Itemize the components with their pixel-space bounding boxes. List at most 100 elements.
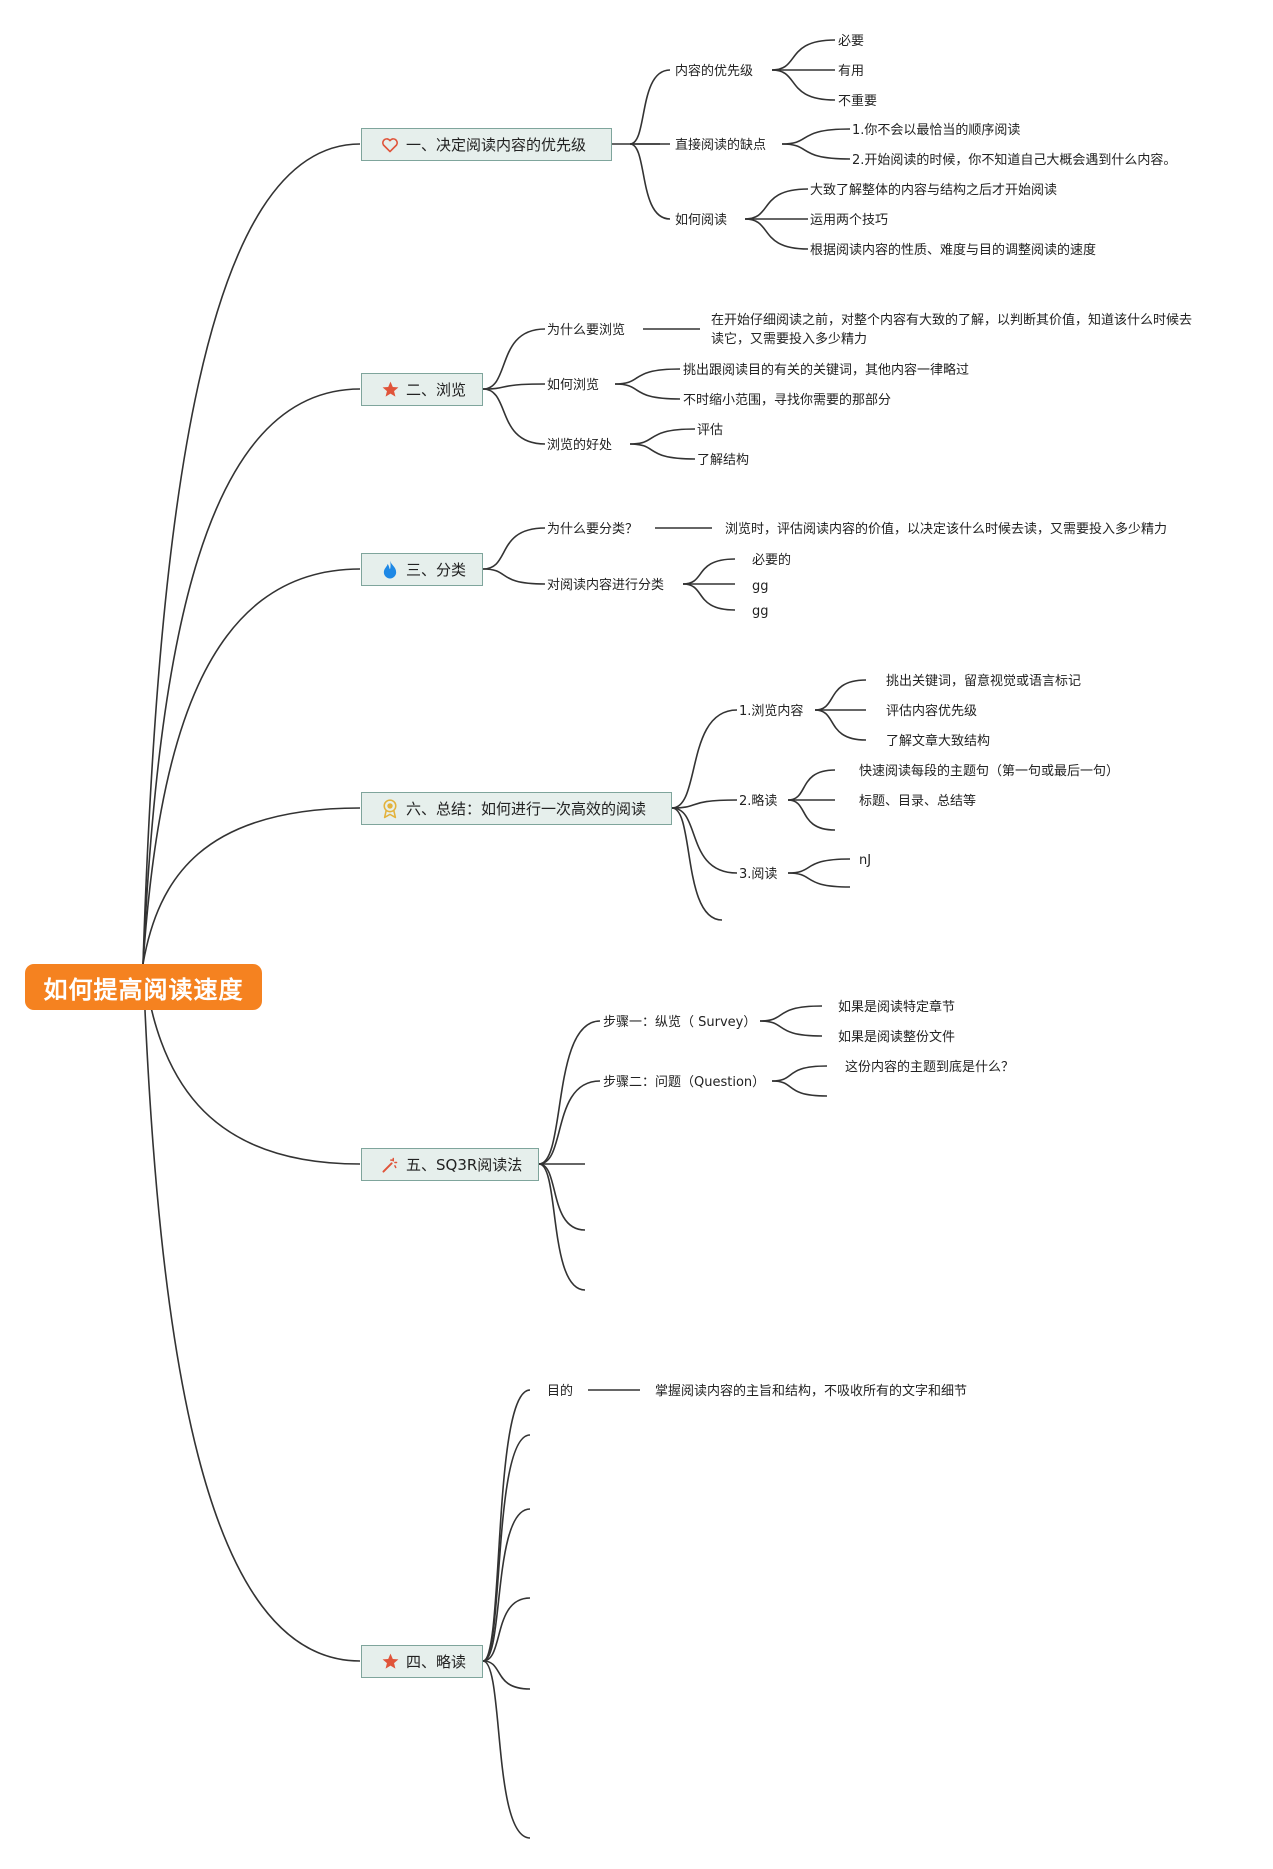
root-connector — [142, 388, 361, 965]
connector — [814, 709, 867, 741]
connector — [614, 368, 681, 385]
node-why-classify[interactable]: 为什么要分类？ — [547, 522, 639, 537]
root-connector — [142, 807, 361, 965]
node-useful[interactable]: 有用 — [838, 64, 865, 79]
branch-label: 六、总结：如何进行一次高效的阅读 — [406, 800, 647, 818]
connector — [787, 799, 836, 831]
node-how-browse-2[interactable]: 不时缩小范围，寻找你需要的那部分 — [683, 393, 892, 408]
node-unimportant[interactable]: 不重要 — [838, 94, 878, 109]
node-topic-sentence[interactable]: 快速阅读每段的主题句（第一句或最后一句） — [859, 764, 1120, 779]
node-survey-chapter[interactable]: 如果是阅读特定章节 — [838, 1000, 956, 1015]
branch-label: 三、分类 — [406, 561, 467, 579]
branch-skim[interactable]: 四、略读 — [361, 1645, 483, 1678]
node-purpose[interactable]: 目的 — [547, 1384, 574, 1399]
node-understand-article-structure[interactable]: 了解文章大致结构 — [886, 734, 991, 749]
connector — [629, 443, 696, 460]
magic-wand-icon — [380, 1155, 400, 1175]
node-how-to-read[interactable]: 如何阅读 — [675, 213, 728, 228]
node-titles-toc[interactable]: 标题、目录、总结等 — [859, 794, 977, 809]
connector — [744, 218, 809, 250]
node-question-topic[interactable]: 这份内容的主题到底是什么？ — [845, 1060, 1015, 1075]
connector — [682, 583, 736, 611]
connector — [671, 799, 738, 809]
connector — [482, 527, 546, 570]
node-why-classify-answer[interactable]: 浏览时，评估阅读内容的价值，以决定该什么时候去读，又需要投入多少精力 — [725, 522, 1168, 537]
connector — [482, 383, 546, 390]
node-browse-content[interactable]: 1.浏览内容 — [739, 704, 804, 719]
connector — [744, 188, 809, 220]
node-read-step[interactable]: 3.阅读 — [739, 867, 778, 882]
node-nj[interactable]: nJ — [859, 853, 872, 868]
root-connector — [142, 963, 361, 1662]
node-evaluate-priority[interactable]: 评估内容优先级 — [886, 704, 978, 719]
connector — [482, 1434, 531, 1662]
branch-classify[interactable]: 三、分类 — [361, 553, 483, 586]
branch-label: 一、决定阅读内容的优先级 — [406, 136, 587, 154]
node-survey-document[interactable]: 如果是阅读整份文件 — [838, 1030, 956, 1045]
connector — [614, 383, 681, 400]
node-gg-1[interactable]: gg — [752, 579, 769, 594]
connector — [482, 1597, 531, 1662]
node-understand-structure[interactable]: 了解结构 — [697, 453, 750, 468]
node-browse-benefits[interactable]: 浏览的好处 — [547, 438, 613, 453]
star-icon — [380, 1652, 400, 1672]
node-necessary[interactable]: 必要 — [838, 34, 865, 49]
node-classify-content[interactable]: 对阅读内容进行分类 — [547, 578, 665, 593]
heart-outline-icon — [380, 135, 400, 155]
node-why-browse-answer[interactable]: 在开始仔细阅读之前，对整个内容有大致的了解，以判断其价值，知道该什么时候去读它，… — [711, 313, 1193, 347]
connector — [682, 558, 736, 585]
connector — [629, 428, 696, 445]
branch-priority[interactable]: 一、决定阅读内容的优先级 — [361, 128, 612, 161]
node-step-question[interactable]: 步骤二：问题（Question） — [603, 1075, 766, 1090]
connector — [482, 388, 546, 445]
node-how-browse[interactable]: 如何浏览 — [547, 378, 600, 393]
branch-summary[interactable]: 六、总结：如何进行一次高效的阅读 — [361, 792, 672, 825]
connector — [538, 1163, 586, 1291]
node-pick-keywords[interactable]: 挑出关键词，留意视觉或语言标记 — [886, 674, 1082, 689]
connector — [482, 568, 546, 585]
connector — [538, 1020, 601, 1165]
connector — [771, 1065, 828, 1082]
connector — [671, 709, 738, 809]
connector — [787, 769, 836, 801]
node-gg-2[interactable]: gg — [752, 604, 769, 619]
node-why-browse[interactable]: 为什么要浏览 — [547, 323, 626, 338]
connector — [538, 1163, 586, 1231]
connector — [771, 1080, 828, 1097]
star-icon — [380, 380, 400, 400]
node-necessary-items[interactable]: 必要的 — [752, 553, 792, 568]
root-node[interactable]: 如何提高阅读速度 — [25, 964, 262, 1010]
node-step-survey[interactable]: 步骤一：纵览（ Survey） — [603, 1015, 757, 1030]
node-how-read-3[interactable]: 根据阅读内容的性质、难度与目的调整阅读的速度 — [810, 243, 1097, 258]
branch-browse[interactable]: 二、浏览 — [361, 373, 483, 406]
connector — [771, 69, 836, 101]
branch-sq3r[interactable]: 五、SQ3R阅读法 — [361, 1148, 539, 1181]
root-label: 如何提高阅读速度 — [43, 975, 244, 1004]
branch-label: 四、略读 — [406, 1653, 467, 1671]
node-how-read-1[interactable]: 大致了解整体的内容与结构之后才开始阅读 — [810, 183, 1058, 198]
node-evaluate[interactable]: 评估 — [697, 423, 724, 438]
connector — [787, 858, 851, 874]
node-direct-reading-drawbacks[interactable]: 直接阅读的缺点 — [675, 138, 767, 153]
node-drawback-2[interactable]: 2.开始阅读的时候，你不知道自己大概会遇到什么内容。 — [852, 153, 1177, 168]
node-how-read-2[interactable]: 运用两个技巧 — [810, 213, 889, 228]
branch-label: 二、浏览 — [406, 381, 467, 399]
node-skim-step[interactable]: 2.略读 — [739, 794, 778, 809]
node-drawback-1[interactable]: 1.你不会以最恰当的顺序阅读 — [852, 123, 1021, 138]
root-connector — [142, 568, 361, 965]
connector — [771, 39, 836, 71]
connector — [629, 69, 671, 145]
node-how-browse-1[interactable]: 挑出跟阅读目的有关的关键词，其他内容一律略过 — [683, 363, 970, 378]
node-purpose-answer[interactable]: 掌握阅读内容的主旨和结构，不吸收所有的文字和细节 — [655, 1384, 968, 1399]
connector — [787, 872, 851, 888]
connector — [671, 807, 738, 874]
connector — [482, 1660, 531, 1839]
branch-label: 五、SQ3R阅读法 — [406, 1156, 523, 1174]
node-content-priority[interactable]: 内容的优先级 — [675, 64, 754, 79]
connector — [482, 1389, 531, 1662]
medal-icon — [380, 798, 400, 819]
connector — [671, 807, 723, 921]
connector — [482, 1508, 531, 1662]
connector — [629, 143, 671, 220]
